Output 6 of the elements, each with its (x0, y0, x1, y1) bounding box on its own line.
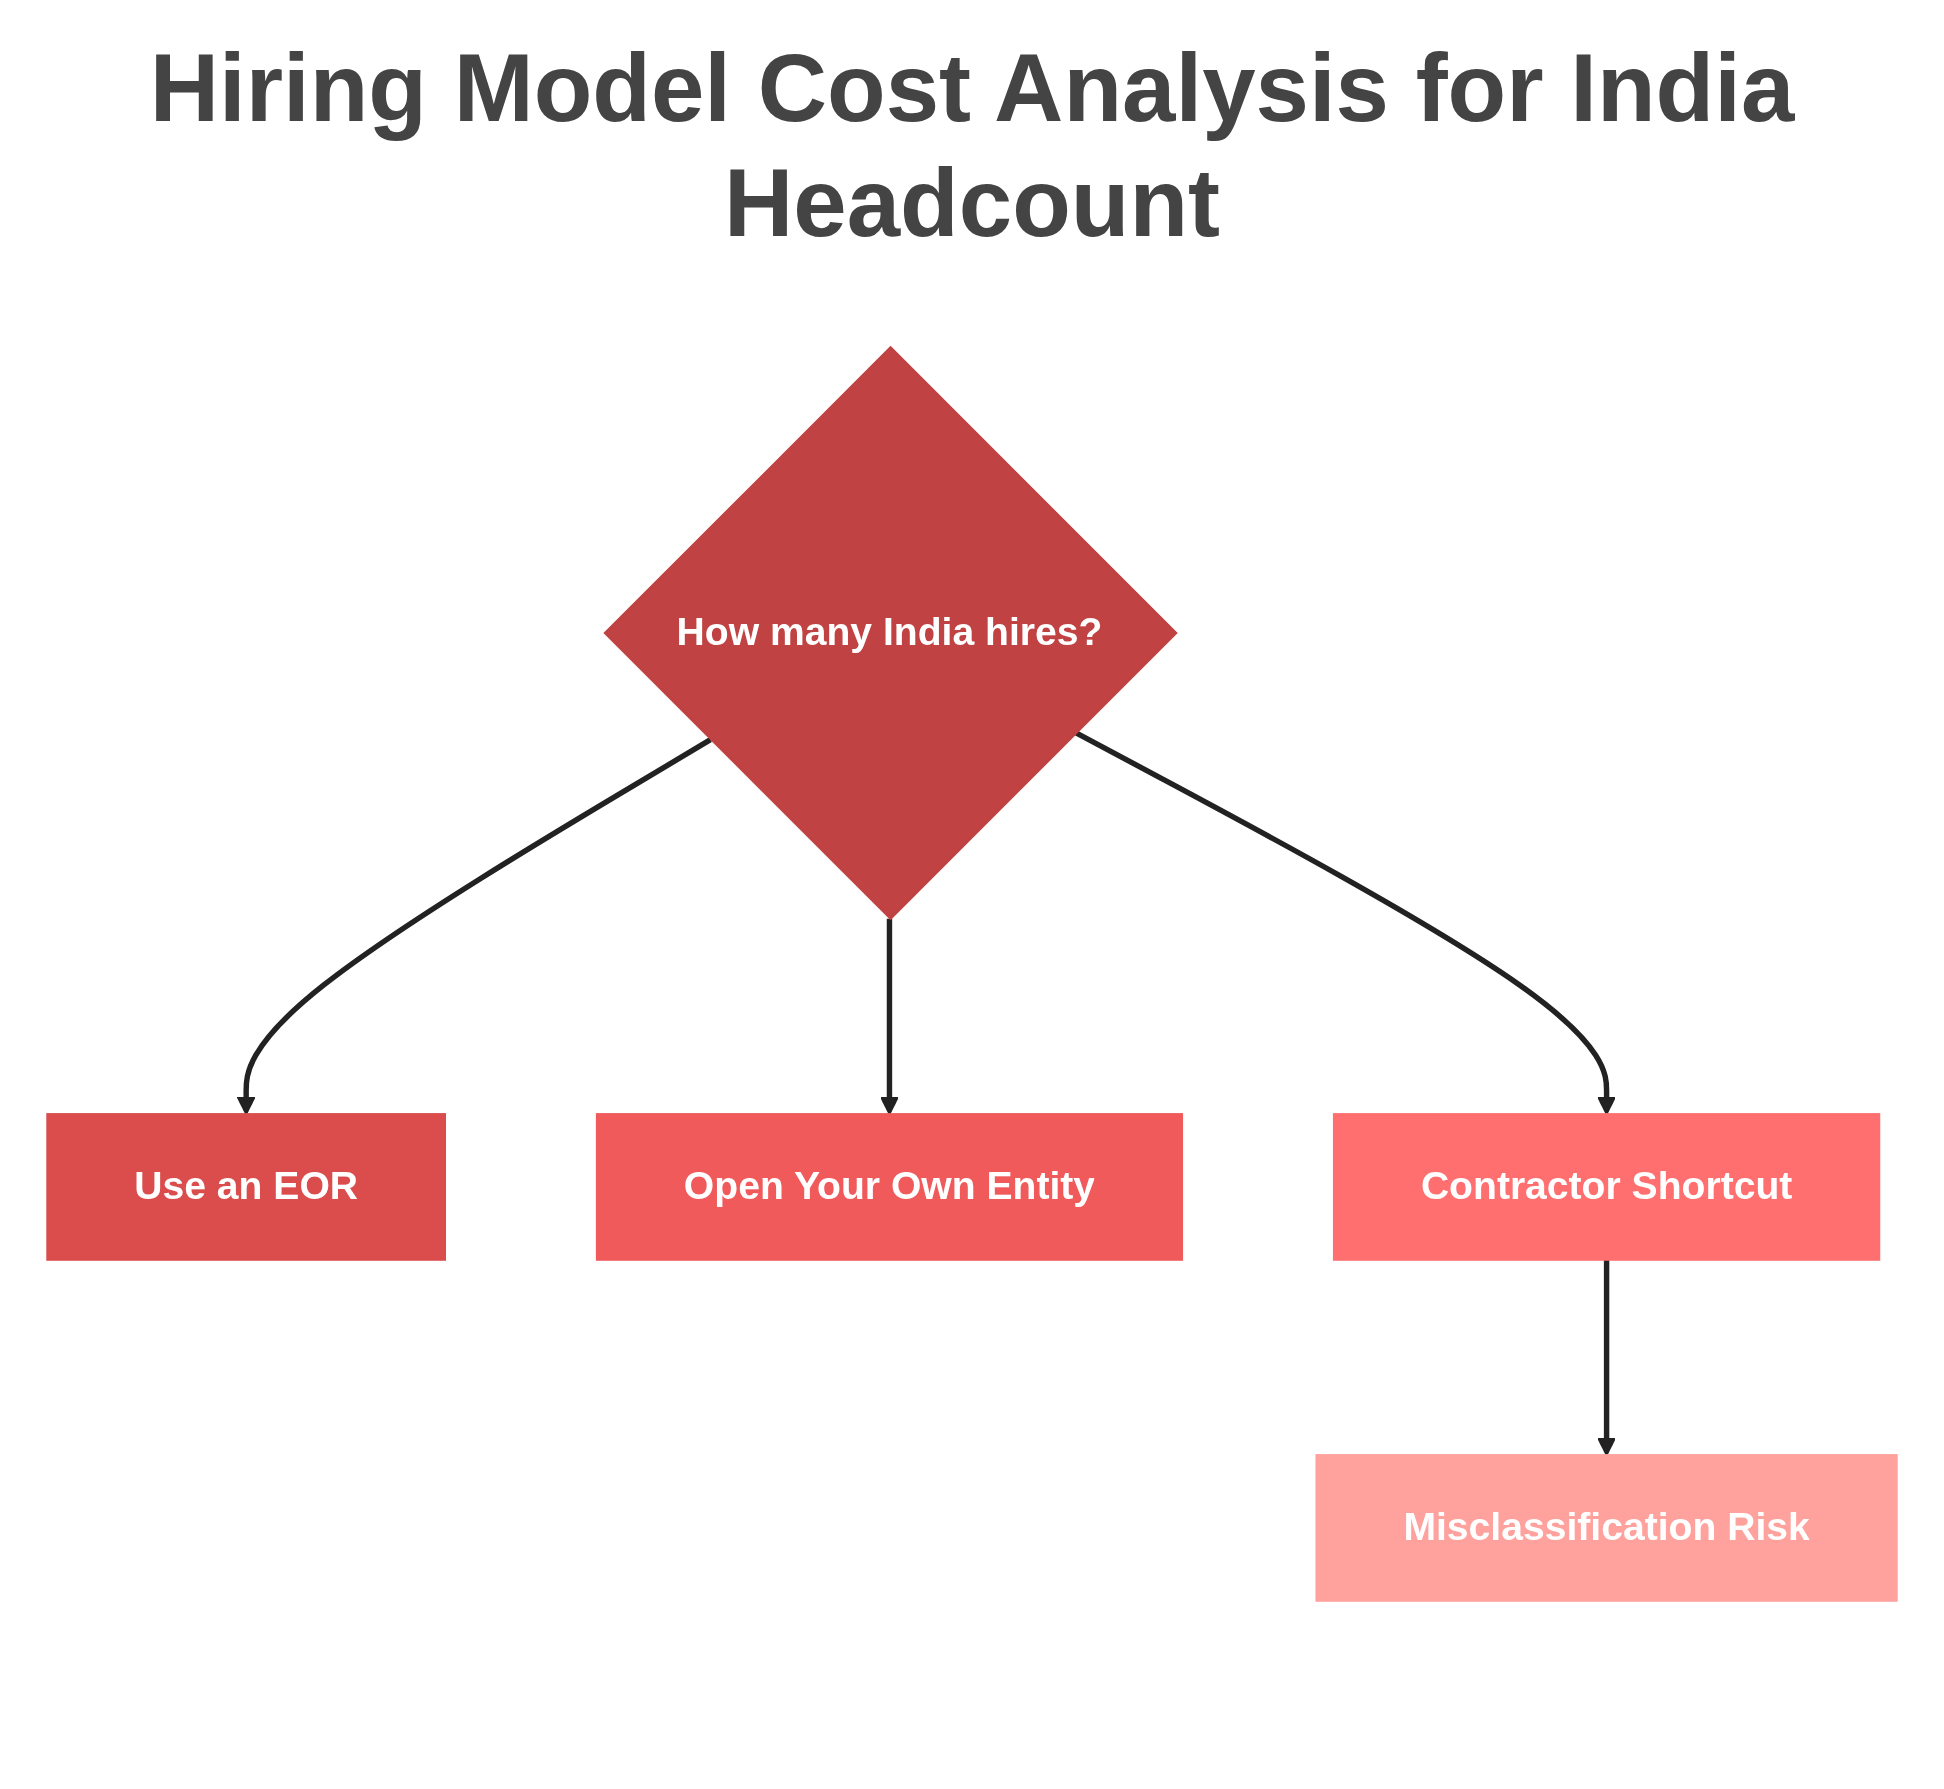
node-diamond: How many India hires? (603, 345, 1178, 921)
node-box: Use an EOR (46, 1113, 447, 1261)
node-box: Misclassification Risk (1315, 1454, 1898, 1602)
node-box: Contractor Shortcut (1332, 1113, 1881, 1261)
node-box: Open Your Own Entity (595, 1113, 1184, 1261)
diagram-title: Hiring Model Cost Analysis for India Headcount (148, 33, 1796, 259)
